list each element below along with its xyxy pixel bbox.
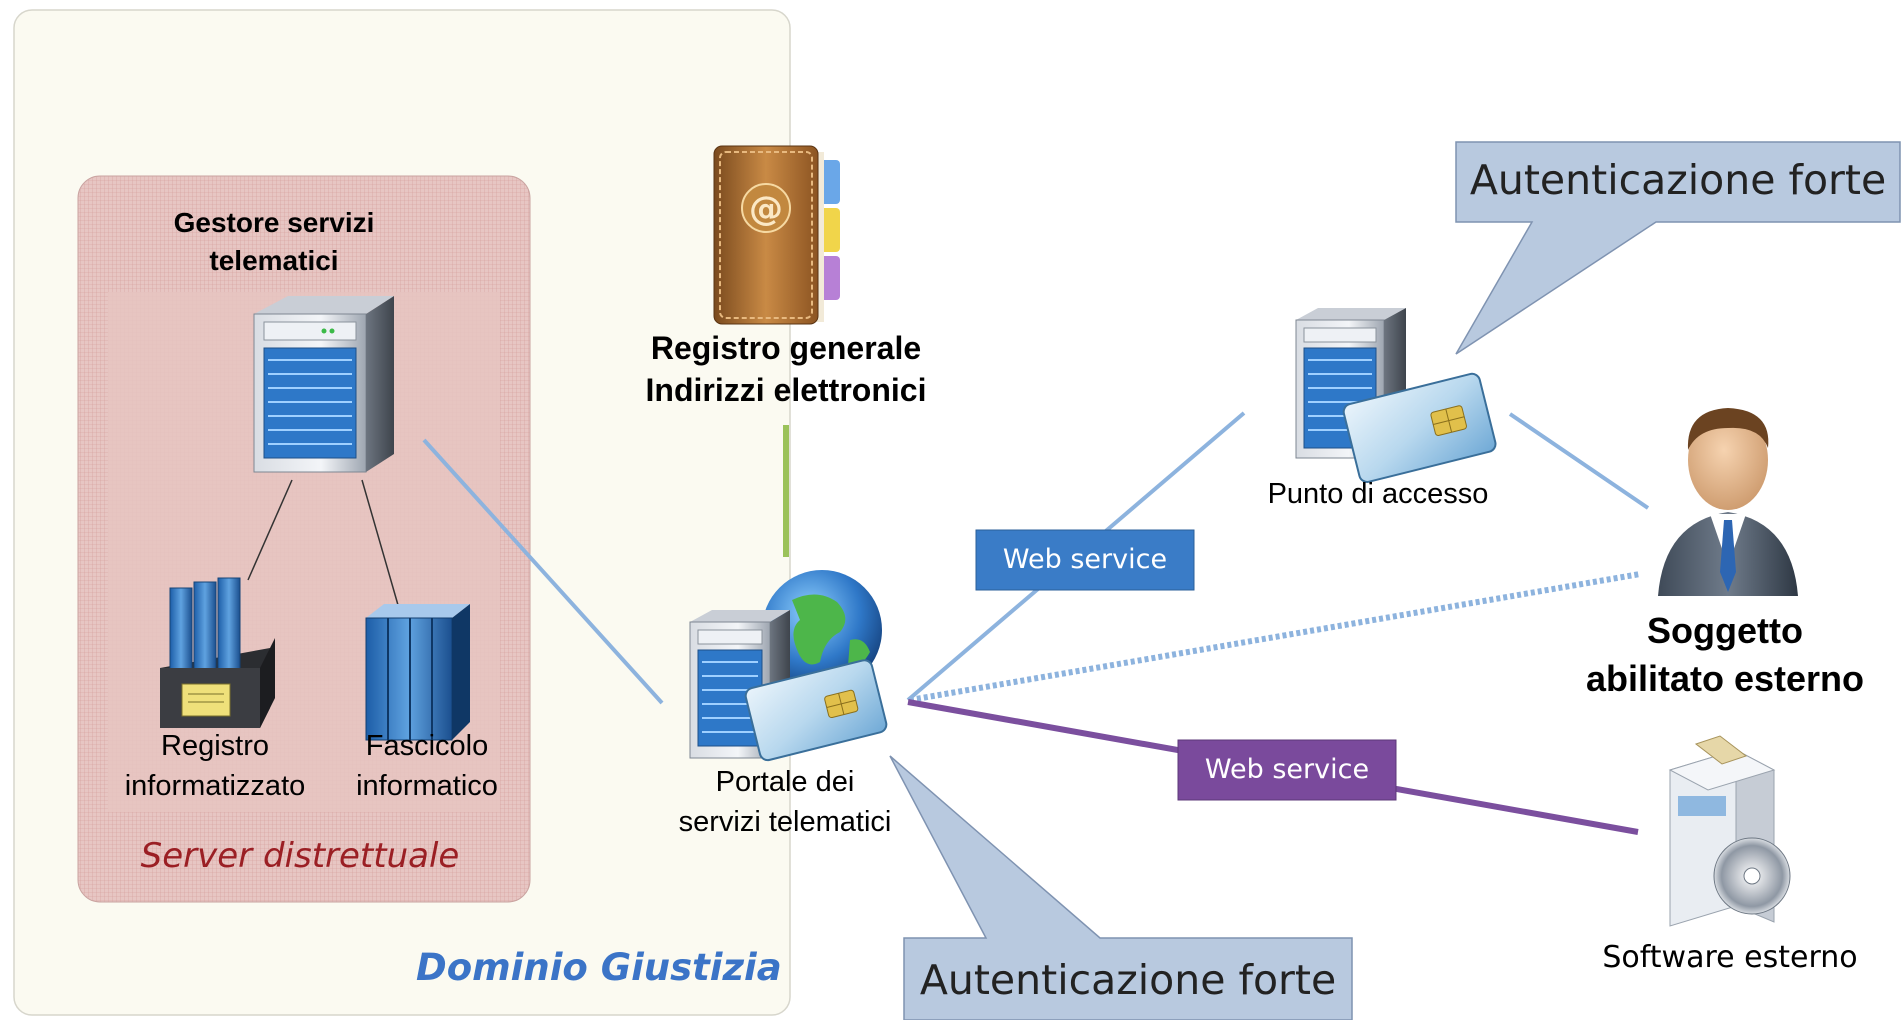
- books-icon: [365, 604, 470, 741]
- web-service-purple-label: Web service: [1204, 754, 1370, 785]
- fascicolo-label-line1: Fascicolo: [365, 730, 489, 762]
- person-icon: [1658, 408, 1798, 596]
- callout-bottom-label: Autenticazione forte: [919, 956, 1337, 1004]
- gestore-label: Gestore servizi telematici: [173, 207, 375, 276]
- line-portale-soggetto-dotted: [909, 571, 1641, 703]
- registro-label-line2: informatizzato: [124, 770, 306, 802]
- software-box-icon: [1668, 735, 1791, 927]
- portale-label-line1: Portale dei: [715, 766, 855, 798]
- soggetto-label-line1: Soggetto: [1647, 610, 1803, 651]
- web-service-blue-box: [975, 529, 1195, 591]
- web-service-blue-label: Web service: [1002, 544, 1168, 575]
- portale-label-line2: servizi telematici: [678, 806, 892, 838]
- server-distrettuale-label: Server distrettuale: [140, 836, 460, 876]
- soggetto-label-line2: abilitato esterno: [1585, 658, 1865, 699]
- globe-icon: [762, 570, 882, 690]
- callout-top-label: Autenticazione forte: [1469, 156, 1887, 204]
- software-label: Software esterno: [1602, 940, 1858, 975]
- punto-accesso-label: Punto di accesso: [1267, 478, 1489, 510]
- dominio-giustizia-label: Dominio Giustizia: [416, 946, 782, 989]
- address-book-icon: @: [713, 145, 840, 325]
- callout-top-shape: [1455, 141, 1901, 355]
- line-pda-soggetto: [1508, 412, 1650, 510]
- server-tower-icon: [253, 296, 394, 473]
- reginde-label-line1: Registro generale: [650, 330, 922, 366]
- line-server-portale: [422, 438, 664, 705]
- callout-bottom-shape: [889, 755, 1353, 1020]
- reginde-label-line2: Indirizzi elettronici: [645, 372, 927, 408]
- registro-label-line1: Registro: [161, 730, 269, 762]
- smart-card-icon: [744, 659, 888, 762]
- binder-icon: [160, 577, 275, 728]
- fascicolo-label-line2: informatico: [356, 770, 498, 802]
- svg-text:@: @: [749, 189, 783, 229]
- smart-card-icon: [1342, 372, 1497, 483]
- web-service-purple-box: [1177, 739, 1397, 801]
